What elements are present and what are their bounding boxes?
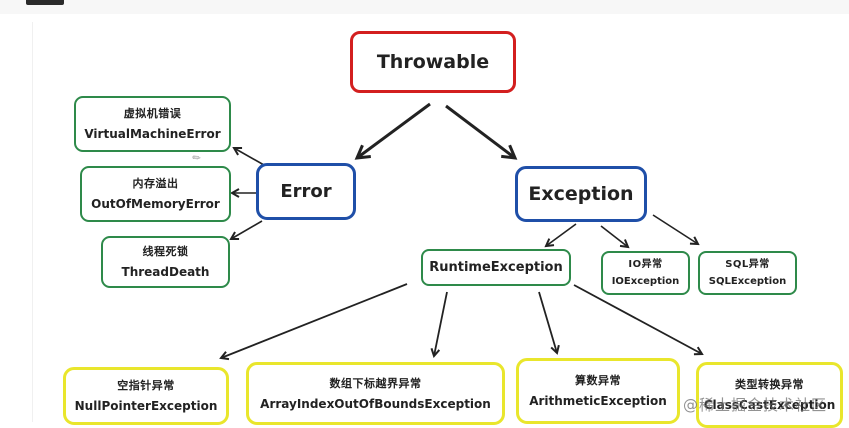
arrow-error-threaddeath: [231, 220, 263, 239]
node-outofmemoryerror: 内存溢出 OutOfMemoryError: [80, 166, 231, 222]
node-classcast-en: ClassCastException: [703, 398, 836, 412]
arrow-throwable-exception: [445, 104, 518, 160]
arrow-exception-runtime: [546, 223, 577, 246]
node-threaddeath: 线程死锁 ThreadDeath: [101, 236, 230, 288]
node-runtime-label: RuntimeException: [429, 260, 563, 275]
node-vmerror-zh: 虚拟机错误: [123, 107, 182, 120]
node-arith-zh: 算数异常: [575, 374, 621, 387]
node-throwable: Throwable: [350, 31, 516, 93]
node-oom-en: OutOfMemoryError: [91, 197, 220, 211]
arrow-runtime-arith: [538, 291, 557, 353]
node-io-zh: IO异常: [628, 259, 663, 270]
node-io-en: IOException: [611, 276, 680, 287]
node-arithmeticexception: 算数异常 ArithmeticException: [516, 358, 680, 424]
node-oom-zh: 内存溢出: [132, 177, 179, 190]
arrow-runtime-classcast: [573, 284, 702, 354]
node-aioobe-en: ArrayIndexOutOfBoundsException: [260, 396, 491, 411]
cropped-heading: [26, 0, 64, 5]
arrow-runtime-npe: [221, 283, 408, 358]
node-threaddeath-en: ThreadDeath: [121, 265, 210, 279]
node-nullpointerexception: 空指针异常 NullPointerException: [63, 367, 229, 425]
node-threaddeath-zh: 线程死锁: [142, 245, 189, 258]
node-sql-en: SQLException: [708, 276, 787, 287]
node-aioobe-zh: 数组下标越界异常: [329, 376, 422, 390]
canvas-edge: [32, 22, 33, 422]
node-arrayindexoutofbounds: 数组下标越界异常 ArrayIndexOutOfBoundsException: [246, 362, 505, 425]
node-sqlexception: SQL异常 SQLException: [698, 251, 797, 295]
node-exception: Exception: [515, 166, 647, 222]
arrow-throwable-error: [354, 102, 431, 160]
arrow-exception-sql: [652, 214, 698, 244]
arrow-runtime-aioobe: [434, 291, 448, 356]
arrow-exception-io: [600, 225, 628, 247]
node-throwable-label: Throwable: [376, 51, 490, 73]
top-band: [0, 0, 849, 14]
node-error-label: Error: [280, 181, 332, 202]
node-arith-en: ArithmeticException: [529, 394, 667, 408]
node-classcast-zh: 类型转换异常: [735, 378, 804, 391]
node-runtimeexception: RuntimeException: [421, 249, 571, 286]
node-vmerror-en: VirtualMachineError: [84, 127, 221, 141]
watermark: @稀土掘金技术社区: [683, 396, 828, 414]
node-exception-label: Exception: [528, 183, 634, 205]
node-sql-zh: SQL异常: [725, 259, 770, 270]
node-npe-zh: 空指针异常: [117, 379, 175, 392]
node-ioexception: IO异常 IOException: [601, 251, 690, 295]
node-error: Error: [256, 163, 356, 220]
arrow-error-vmerror: [234, 148, 265, 166]
node-npe-en: NullPointerException: [74, 399, 218, 413]
node-virtualmachineerror: 虚拟机错误 VirtualMachineError: [74, 96, 231, 152]
